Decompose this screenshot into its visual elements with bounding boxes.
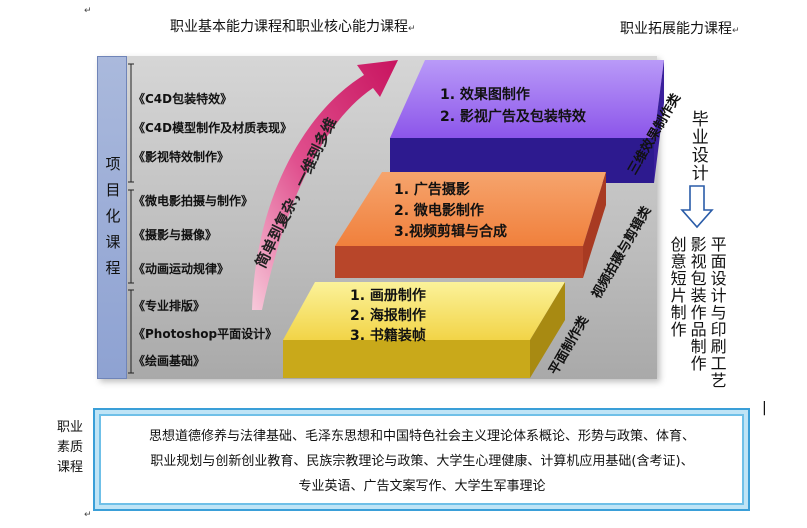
step-line: 1. 广告摄影	[394, 182, 470, 198]
project-char: 程	[105, 259, 121, 277]
quality-label-line: 职业	[56, 420, 83, 435]
course-item: 《C4D模型制作及材质表现》	[133, 121, 293, 135]
step-3d-content: 1. 效果图制作 2. 影视广告及包装特效	[440, 84, 586, 128]
step-print	[283, 282, 565, 378]
step-line: 2. 海报制作	[350, 308, 426, 324]
course-item: 《摄影与摄像》	[133, 228, 218, 242]
progress-arrow	[252, 60, 398, 310]
course-item: 《Photoshop平面设计》	[133, 327, 278, 341]
course-brackets	[128, 63, 134, 374]
step-line: 3. 书籍装帧	[350, 328, 426, 344]
core-courses-header: 职业基本能力课程和职业核心能力课程↵	[170, 19, 416, 35]
project-courses-column: 项 目 化 课 程	[97, 56, 127, 379]
step-video	[335, 172, 606, 278]
graduation-column: 创意短片制作	[667, 236, 687, 338]
text-cursor: |	[762, 400, 767, 416]
course-item: 《微电影拍摄与制作》	[133, 194, 254, 208]
extension-courses-header: 职业拓展能力课程↵	[620, 21, 740, 37]
step-print-content: 1. 画册制作 2. 海报制作 3. 书籍装帧	[350, 286, 426, 346]
paragraph-mark: ↵	[84, 510, 92, 520]
paragraph-mark: ↵	[84, 6, 92, 16]
course-item: 《绘画基础》	[133, 354, 206, 368]
project-char: 目	[105, 181, 121, 199]
quality-line: 职业规划与创新创业教育、民族宗教理论与政策、大学生心理健康、计算机应用基础(含考…	[150, 454, 694, 469]
step-3d-effects	[390, 60, 664, 183]
course-item: 《动画运动规律》	[133, 262, 230, 276]
step-line: 2. 微电影制作	[394, 203, 484, 219]
project-char: 课	[105, 233, 121, 251]
step-line: 1. 效果图制作	[440, 87, 530, 103]
graduation-title: 毕业设计	[687, 110, 708, 182]
step-line: 2. 影视广告及包装特效	[440, 109, 586, 125]
quality-courses-text: 思想道德修养与法律基础、毛泽东思想和中国特色社会主义理论体系概论、形势与政策、体…	[108, 424, 736, 499]
quality-label-line: 课程	[56, 460, 83, 476]
quality-label-line: 素质	[56, 440, 83, 456]
course-item: 《C4D包装特效》	[133, 92, 233, 106]
quality-label: 职业 素质 课程	[50, 418, 90, 478]
course-item: 《影视特效制作》	[133, 150, 230, 164]
quality-courses-box	[93, 408, 750, 511]
project-char: 项	[105, 155, 121, 173]
project-char: 化	[105, 207, 121, 225]
step-line: 3.视频剪辑与合成	[394, 224, 508, 240]
step-line: 1. 画册制作	[350, 288, 426, 304]
down-arrow-icon	[680, 185, 714, 229]
quality-line: 思想道德修养与法律基础、毛泽东思想和中国特色社会主义理论体系概论、形势与政策、体…	[148, 429, 695, 444]
graduation-column: 平面设计与印刷工艺	[707, 236, 727, 389]
graduation-column: 影视包装作品制作	[687, 236, 707, 372]
quality-line: 专业英语、广告文案写作、大学生军事理论	[298, 479, 546, 494]
step-video-content: 1. 广告摄影 2. 微电影制作 3.视频剪辑与合成	[394, 180, 507, 243]
course-item: 《专业排版》	[133, 299, 206, 313]
